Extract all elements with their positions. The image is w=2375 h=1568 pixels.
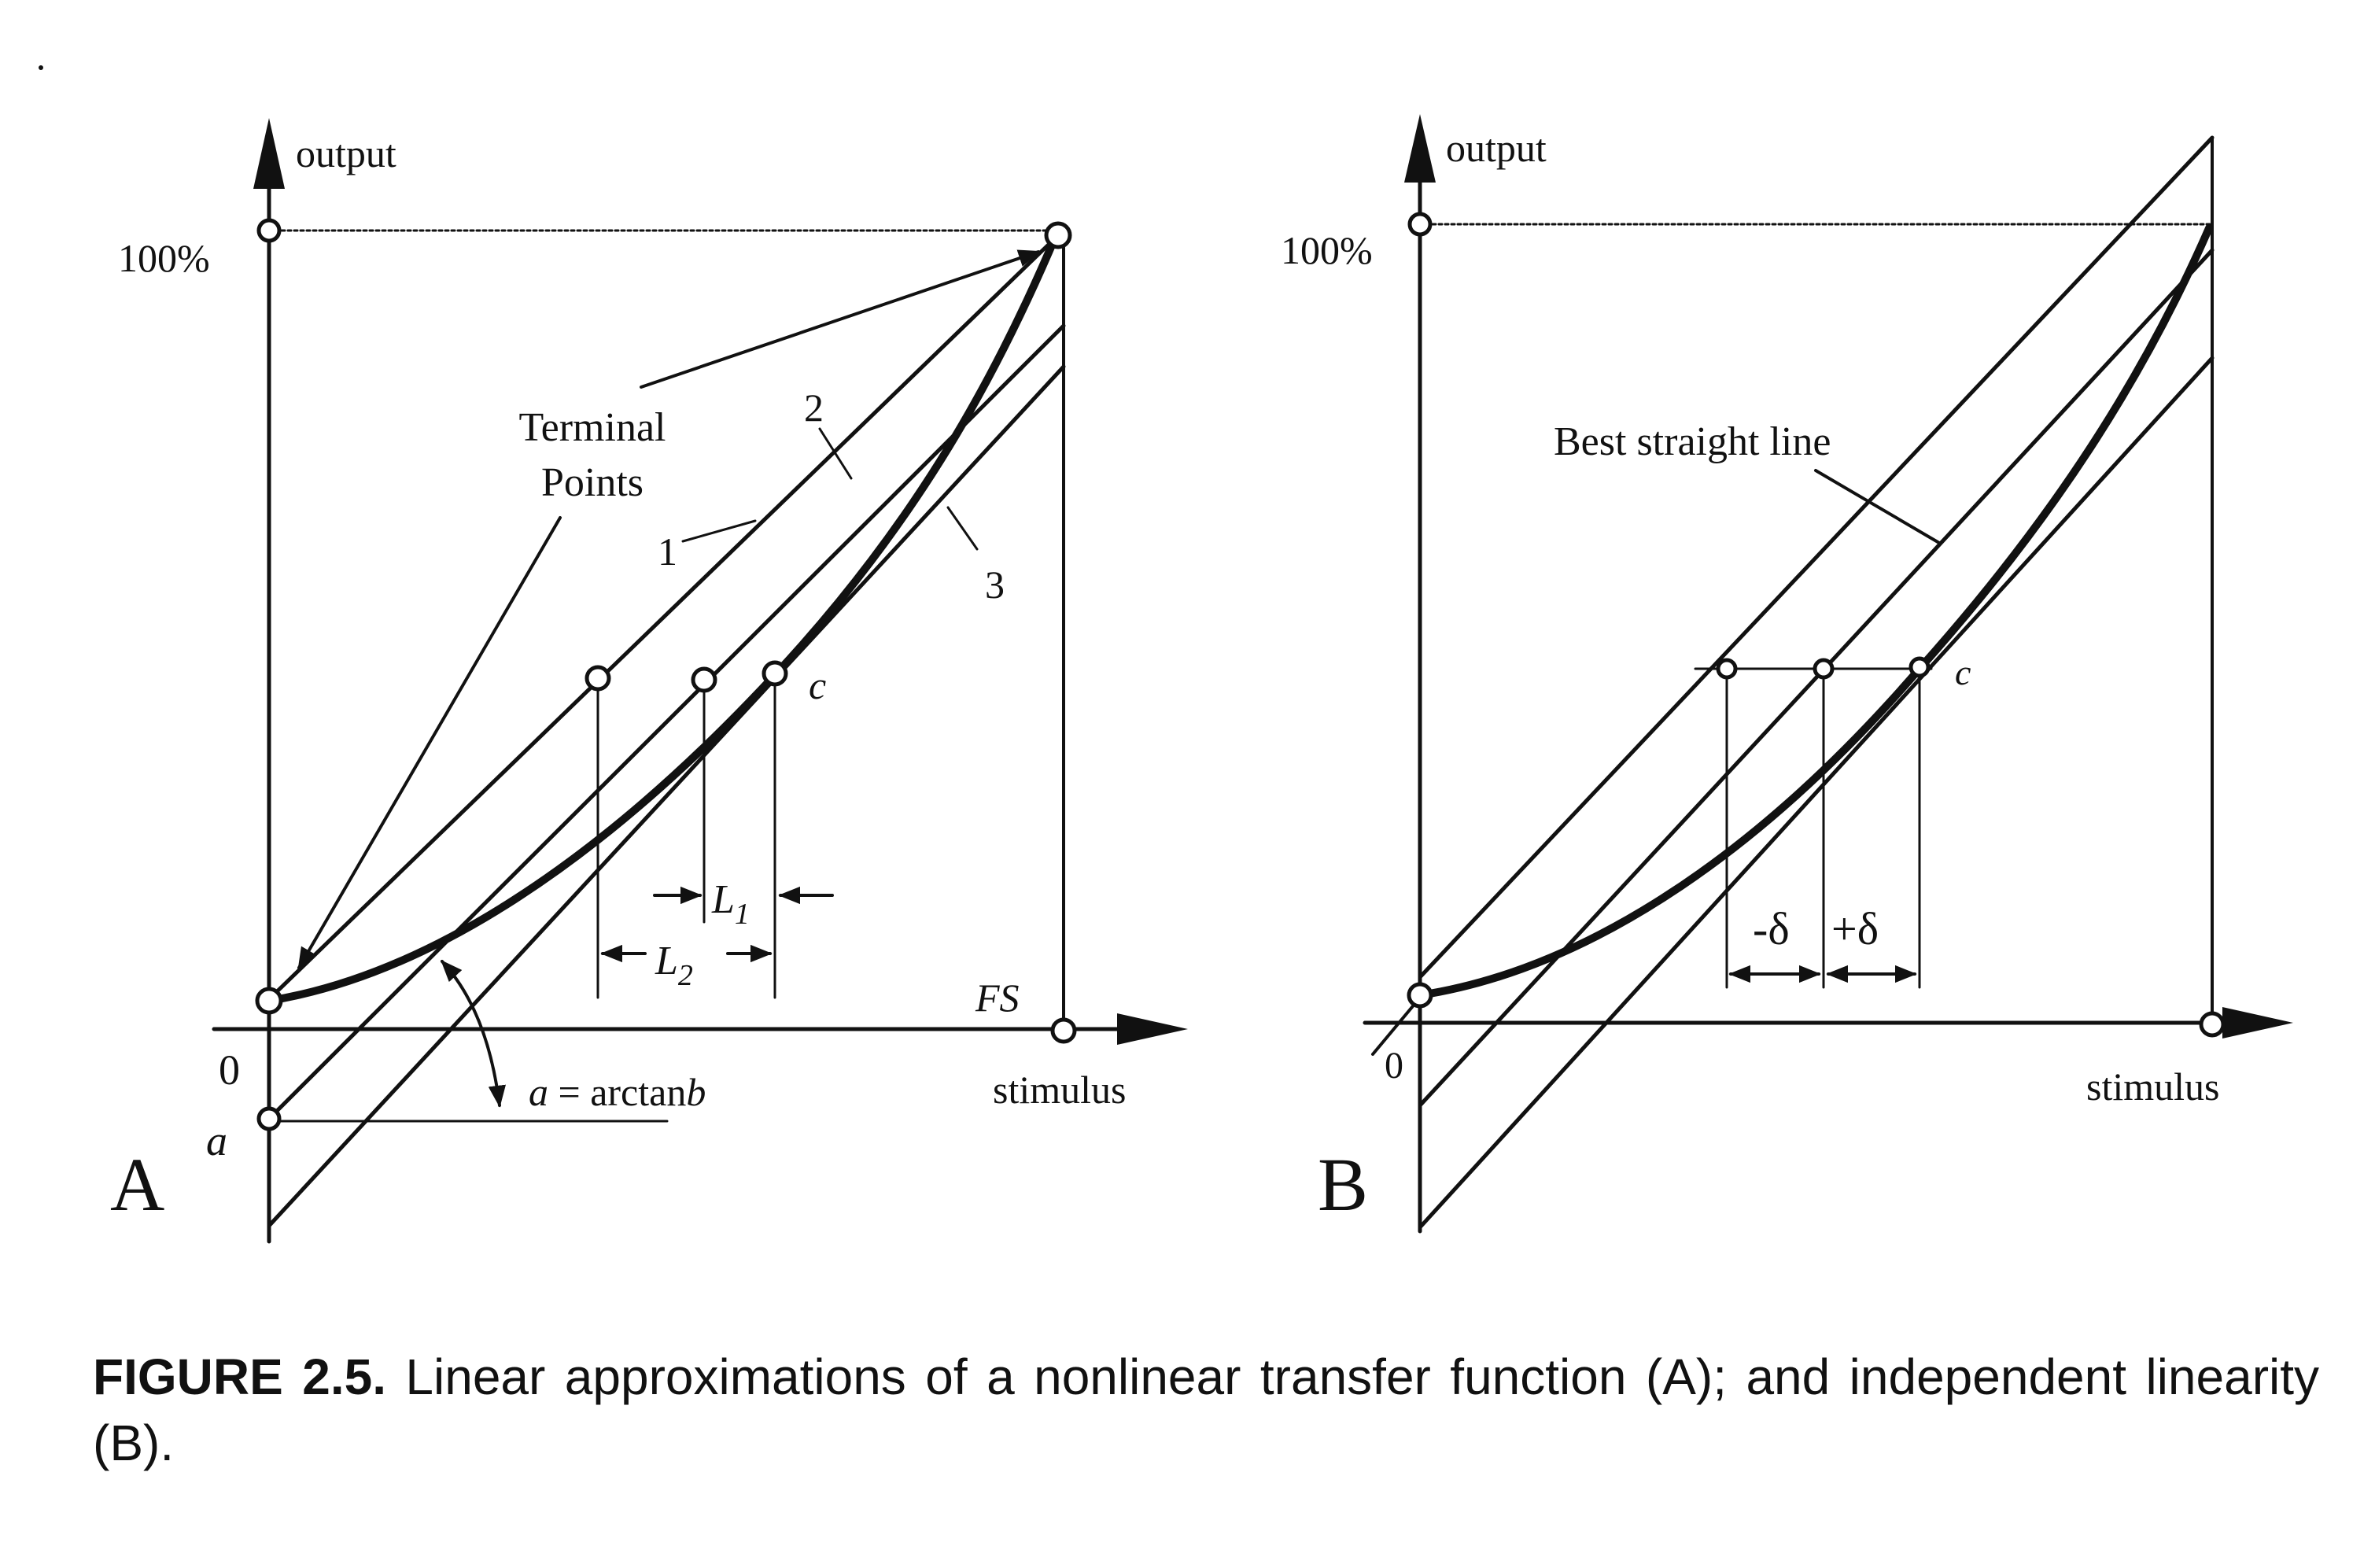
- panel-b-lower-line: [1418, 356, 2215, 1230]
- panel-b-y-axis-label: output: [1446, 126, 1547, 170]
- panel-a-y-axis-arrowhead: [253, 118, 285, 189]
- panel-a-intercept-label: a: [206, 1117, 227, 1164]
- panel-b-point-origin-curve: [1407, 982, 1433, 1009]
- caption-label: FIGURE 2.5.: [93, 1348, 386, 1405]
- panel-b-plus-delta-label: +δ: [1831, 903, 1879, 954]
- panel-b-upper-line: [1418, 135, 2215, 980]
- panel-b-letter: B: [1318, 1142, 1368, 1227]
- panel-a-line-1: [267, 235, 1058, 1002]
- figure-caption: FIGURE 2.5. Linear approximations of a n…: [93, 1344, 2319, 1476]
- panel-a-point-100: [256, 218, 282, 243]
- panel-a-terminal-point-top: [1044, 221, 1072, 249]
- panel-a-angle-label: a = arctanb: [529, 1070, 706, 1114]
- panel-a-line-label-3: 3: [985, 563, 1005, 607]
- panel-a-point-line1: [585, 665, 611, 692]
- panel-b-100-label: 100%: [1281, 228, 1373, 272]
- panel-b-point-fs: [2199, 1011, 2226, 1038]
- panel-a-point-c: [762, 660, 788, 687]
- panel-a-leader-1: [681, 519, 757, 543]
- panel-b-x-axis-label: stimulus: [2086, 1064, 2219, 1109]
- panel-a-terminal-point-bottom: [255, 987, 283, 1015]
- panel-b: [1363, 114, 2293, 1234]
- panel-a: [212, 118, 1188, 1244]
- panel-a-100-label: 100%: [118, 236, 210, 280]
- panel-a-letter: A: [110, 1142, 164, 1227]
- panel-b-transfer-curve: [1416, 224, 2213, 999]
- panel-a-line-2: [267, 323, 1066, 1121]
- panel-a-l2-label: L2: [655, 939, 693, 992]
- panel-a-y-axis-label: output: [296, 131, 396, 175]
- panel-a-terminal-arrow-upper: [640, 249, 1041, 389]
- panel-a-point-fs: [1050, 1017, 1077, 1044]
- panel-a-point-line2: [691, 666, 717, 693]
- panel-a-fs-label: FS: [975, 976, 1020, 1020]
- panel-b-origin-label: 0: [1385, 1045, 1403, 1087]
- panel-a-line-label-2: 2: [804, 386, 824, 430]
- caption-text: Linear approximations of a nonlinear tra…: [93, 1348, 2320, 1471]
- panel-a-origin-label: 0: [219, 1046, 240, 1094]
- panel-a-l1-label: L1: [711, 877, 750, 931]
- panel-b-origin-tick: [1371, 996, 1422, 1056]
- panel-b-best-line-leader: [1814, 469, 1941, 544]
- panel-a-terminal-arrow-lower: [297, 516, 562, 970]
- panel-a-leader-3: [946, 506, 979, 551]
- panel-a-point-c-label: c: [809, 663, 826, 707]
- panel-a-x-axis-arrowhead: [1117, 1013, 1188, 1045]
- panel-a-leader-2: [818, 427, 853, 480]
- panel-a-transfer-curve: [265, 232, 1060, 1005]
- panel-b-x-axis-arrowhead: [2222, 1007, 2293, 1039]
- panel-a-terminal-label-2: Points: [541, 460, 644, 505]
- panel-b-point-mid: [1813, 658, 1835, 680]
- panel-a-point-a: [256, 1106, 282, 1131]
- panel-b-point-c-label: c: [1955, 652, 1971, 692]
- panel-b-point-100: [1407, 212, 1433, 237]
- panel-b-point-c: [1908, 656, 1931, 678]
- panel-a-x-axis-label: stimulus: [993, 1068, 1126, 1112]
- panel-b-best-line-label: Best straight line: [1554, 419, 1831, 464]
- panel-b-labels: output 100% Best straight line c -δ +δ 0…: [1281, 126, 2219, 1227]
- panel-b-minus-delta-label: -δ: [1753, 903, 1790, 954]
- panel-a-labels: output 100% Terminal Points 1 2 3 c L1 L…: [110, 131, 1126, 1227]
- panel-a-line-label-1: 1: [658, 529, 677, 574]
- panel-a-line-3: [267, 364, 1066, 1228]
- stray-dot: [39, 65, 43, 70]
- panel-b-y-axis-arrowhead: [1404, 114, 1436, 183]
- panel-b-point-left: [1716, 658, 1738, 680]
- panel-a-angle-arc: [441, 959, 506, 1108]
- panel-b-best-straight-line: [1418, 248, 2215, 1108]
- panel-a-terminal-label-1: Terminal: [519, 405, 666, 450]
